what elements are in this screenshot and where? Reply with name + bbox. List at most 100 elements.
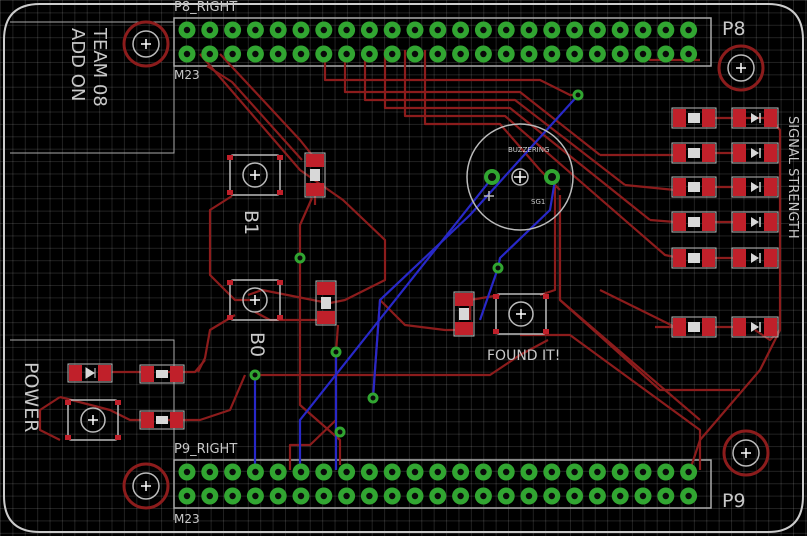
smd-pad xyxy=(764,144,777,162)
signal-resistor xyxy=(671,107,717,129)
smd-pad xyxy=(702,318,715,336)
led-symbol xyxy=(751,217,759,227)
pad-drill xyxy=(503,468,510,476)
pad-drill xyxy=(525,468,533,476)
pad-drill xyxy=(503,50,510,58)
smd-pad xyxy=(702,109,715,127)
smd-pad xyxy=(673,144,686,162)
m23-top-label: M23 xyxy=(174,68,200,82)
sg1-label: SG1 xyxy=(531,198,546,206)
vias xyxy=(249,89,584,438)
header-p8-pads xyxy=(178,21,698,63)
pad-drill xyxy=(571,26,578,34)
led-symbol xyxy=(751,182,759,192)
buzzer-sg1 xyxy=(466,123,574,231)
button-found-it xyxy=(493,293,549,335)
pad-drill xyxy=(525,50,533,58)
b1-label: B1 xyxy=(240,210,262,236)
resistor-power-top xyxy=(139,364,185,384)
signal-resistor xyxy=(671,316,717,338)
smd-pad xyxy=(733,144,746,162)
smd-pad xyxy=(764,318,777,336)
button-b1 xyxy=(227,154,283,196)
smd-pad xyxy=(733,213,746,231)
pad-drill xyxy=(685,26,692,34)
pad-drill xyxy=(411,492,419,500)
pad-drill xyxy=(548,50,555,58)
pad-drill xyxy=(662,26,669,34)
pad-drill xyxy=(548,468,555,476)
smd-pad xyxy=(764,249,777,267)
signal-led xyxy=(731,247,779,269)
resistor-found-it xyxy=(453,291,475,337)
pad-drill xyxy=(183,468,191,476)
mount-hole-top-right xyxy=(717,44,765,92)
led-symbol xyxy=(751,253,759,263)
pad-drill xyxy=(685,468,692,476)
resistor-body xyxy=(688,253,700,263)
resistor-power-bottom xyxy=(139,410,185,430)
smd-pad xyxy=(764,213,777,231)
pad-drill xyxy=(617,26,624,34)
pad-drill xyxy=(457,468,464,476)
pad-drill xyxy=(525,26,533,34)
smd-pad xyxy=(733,109,746,127)
signal-resistor xyxy=(671,176,717,198)
buzzer-label: BUZZERING xyxy=(508,146,550,154)
pad-drill xyxy=(503,26,510,34)
pad-drill xyxy=(320,26,327,34)
pad-drill xyxy=(411,468,419,476)
pad-drill xyxy=(617,468,624,476)
resistor-body xyxy=(688,322,700,332)
p9-label: P9 xyxy=(722,490,746,512)
pad-drill xyxy=(480,50,487,58)
pad-drill xyxy=(389,26,396,34)
signal-strength-label: SIGNAL STRENGTH xyxy=(785,116,800,239)
resistor-b0 xyxy=(315,280,337,326)
pad-drill xyxy=(320,492,327,500)
pad-drill xyxy=(662,468,669,476)
mount-hole-top-left xyxy=(122,20,170,68)
pad-drill xyxy=(411,26,419,34)
pad-drill xyxy=(594,50,601,58)
pad-drill xyxy=(639,468,647,476)
led-symbol xyxy=(751,113,759,123)
signal-leds xyxy=(731,107,779,338)
signal-resistor xyxy=(671,247,717,269)
signal-led xyxy=(731,176,779,198)
pad-drill xyxy=(457,492,464,500)
mount-hole-bottom-left xyxy=(122,462,170,510)
pad-drill xyxy=(252,26,259,34)
pad-drill xyxy=(434,468,441,476)
found-it-label: FOUND IT! xyxy=(487,348,561,364)
pad-drill xyxy=(206,50,213,58)
pad-drill xyxy=(275,492,282,500)
resistor-body xyxy=(688,182,700,192)
pad-drill xyxy=(252,468,259,476)
pad-drill xyxy=(183,492,191,500)
pad-drill xyxy=(229,50,236,58)
pad-drill xyxy=(548,492,555,500)
pad-drill xyxy=(548,26,555,34)
pad-drill xyxy=(297,492,305,500)
pad-drill xyxy=(366,492,373,500)
pad-drill xyxy=(297,50,305,58)
led-power xyxy=(67,363,113,383)
pad-drill xyxy=(434,492,441,500)
button-b0 xyxy=(227,279,283,321)
signal-led xyxy=(731,107,779,129)
pad-drill xyxy=(297,26,305,34)
signal-led xyxy=(731,142,779,164)
pad-drill xyxy=(594,468,601,476)
team-label: TEAM 08 xyxy=(89,28,110,107)
pad-drill xyxy=(639,50,647,58)
pad-drill xyxy=(662,492,669,500)
pad-drill xyxy=(297,468,305,476)
header-p9-outline xyxy=(173,459,712,509)
smd-pad xyxy=(702,144,715,162)
pad-drill xyxy=(343,492,350,500)
top-copper-traces xyxy=(38,49,782,471)
smd-pad xyxy=(733,178,746,196)
pad-drill xyxy=(183,26,191,34)
